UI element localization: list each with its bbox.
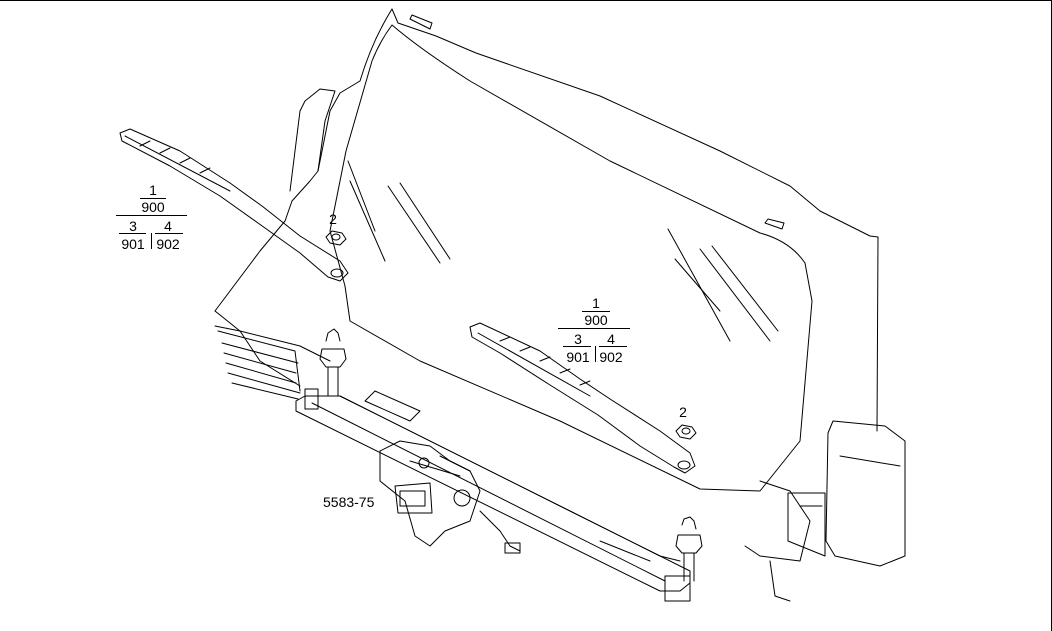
wiper-linkage: [295, 328, 703, 602]
callout-right-bottom-left: 3: [574, 331, 582, 347]
side-mirror: [787, 420, 906, 567]
cab-body-outline: [214, 8, 879, 432]
callout-right-bottom-right: 4: [607, 331, 615, 347]
right-wiper-arm: [469, 322, 696, 474]
callout-nut-left: 2: [329, 211, 337, 227]
callout-right-line-2: [558, 328, 630, 329]
callout-right-line-3: [563, 346, 591, 347]
callout-right-line-1: [582, 311, 610, 312]
nut-right: [675, 424, 697, 440]
callout-left-sub-left: 901: [121, 236, 145, 252]
diagram-reference-number: 5583-75: [323, 494, 375, 510]
callout-left-bottom-right: 4: [164, 218, 172, 234]
callout-nut-right: 2: [679, 404, 687, 420]
callout-left-sub-right: 902: [156, 236, 180, 252]
callout-right-sub-right: 902: [599, 349, 623, 365]
callout-right-sep: [595, 346, 596, 362]
callout-left-mid: 900: [141, 199, 165, 215]
callout-left-line-1: [140, 198, 166, 199]
callout-left-bottom-left: 3: [129, 218, 137, 234]
left-wiper-arm: [119, 128, 349, 282]
callout-left-line-4: [155, 233, 183, 234]
callout-right-sub-left: 901: [566, 349, 590, 365]
nut-left: [325, 230, 347, 246]
callout-right-top: 1: [592, 295, 600, 311]
grille-area: [214, 325, 811, 602]
callout-left-line-3: [119, 233, 146, 234]
callout-left-line-2: [116, 215, 187, 216]
callout-right-line-4: [599, 346, 627, 347]
callout-left-top: 1: [149, 182, 157, 198]
callout-right-mid: 900: [584, 312, 608, 328]
windshield: [329, 24, 813, 492]
callout-left-sep: [151, 233, 152, 249]
